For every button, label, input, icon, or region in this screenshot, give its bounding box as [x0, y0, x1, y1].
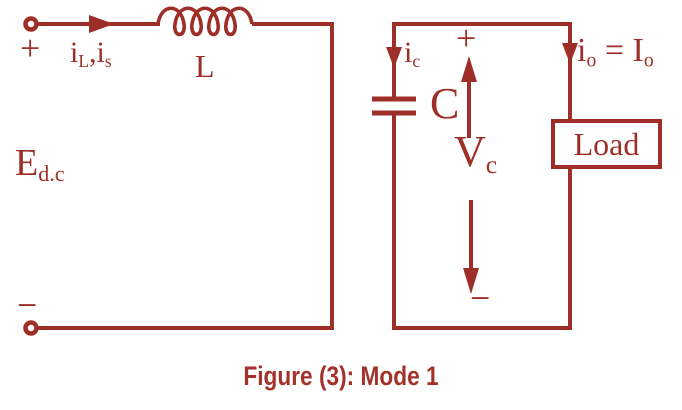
source-terminal-negative	[23, 320, 39, 336]
output-current-label: io = Io	[577, 32, 654, 72]
vc-up-arrowhead	[461, 56, 477, 82]
left-loop-return-wire	[37, 22, 334, 330]
output-current-arrowhead	[562, 43, 578, 64]
right-loop-upper-wire	[392, 22, 572, 121]
inductor-coil	[156, 6, 254, 37]
load-box	[551, 119, 662, 169]
source-current-arrowhead	[89, 15, 114, 33]
capacitor-label: C	[430, 79, 460, 128]
cap-voltage-plus-sign: +	[456, 18, 477, 58]
source-terminal-positive	[23, 16, 39, 32]
cap-voltage-minus-sign: −	[470, 278, 491, 318]
source-plus-sign: +	[20, 28, 41, 68]
cap-voltage-label: Vc	[454, 127, 498, 180]
figure-caption: Figure (3): Mode 1	[243, 361, 439, 391]
load-label: Load	[573, 125, 640, 162]
inductor-current-label: iL,is	[70, 36, 112, 71]
vc-down-arrowhead	[463, 268, 479, 294]
capacitor-current-label: ic	[404, 36, 421, 71]
inductor-label: L	[195, 48, 215, 84]
right-loop-lower-wire	[392, 115, 572, 330]
source-emf-label: Ed.c	[15, 142, 65, 187]
source-minus-sign: −	[17, 285, 38, 325]
capacitor-current-arrowhead	[386, 47, 402, 68]
